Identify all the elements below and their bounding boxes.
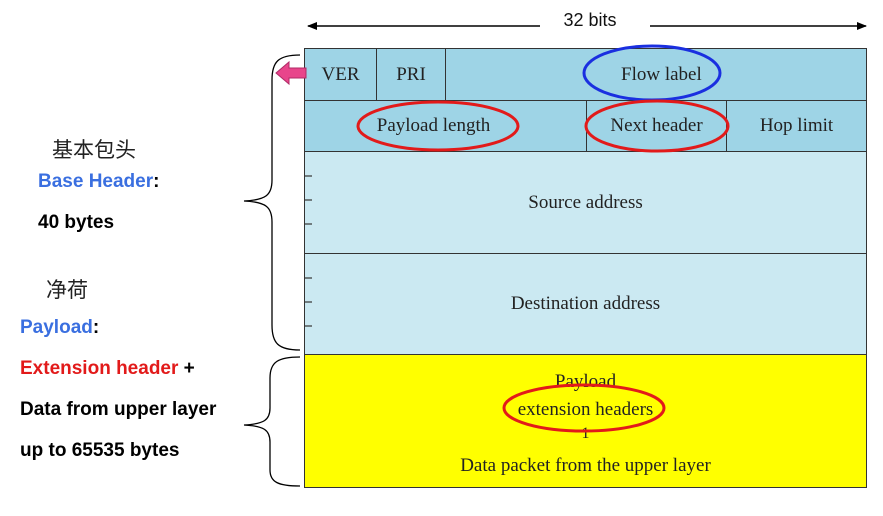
ver-field-label: VER bbox=[321, 63, 360, 85]
payload-brace bbox=[243, 356, 301, 487]
pri-field-label: PRI bbox=[396, 63, 426, 85]
payload-length-field-label: Payload length bbox=[376, 115, 491, 136]
flow-label-highlight bbox=[582, 44, 722, 102]
payload-length-field: Payload length bbox=[304, 100, 587, 152]
payload-line-data-packet: Data packet from the upper layer bbox=[460, 455, 711, 476]
next-header-highlight bbox=[584, 99, 730, 153]
base-header-label: Base Header: bbox=[38, 171, 159, 193]
base-header-size: 40 bytes bbox=[38, 212, 115, 233]
base-header-colon: : bbox=[153, 171, 160, 192]
source-address-field-label: Source address bbox=[528, 191, 643, 213]
pointer-arrow bbox=[275, 60, 307, 86]
next-header-field-label: Next header bbox=[610, 115, 703, 136]
hop-limit-field-label: Hop limit bbox=[759, 115, 834, 136]
extension-header-plus: + bbox=[178, 358, 195, 379]
payload-colon: : bbox=[92, 317, 100, 338]
payload-text: Payload bbox=[20, 317, 93, 338]
source-address-field: Source address bbox=[304, 151, 867, 254]
destination-address-field: Destination address bbox=[304, 253, 867, 355]
extension-header-label: Extension header + bbox=[20, 358, 195, 380]
data-upper-layer-label: Data from upper layer bbox=[20, 399, 217, 420]
extension-header-text: Extension header bbox=[20, 358, 179, 379]
payload-line-extension-headers: extension headers bbox=[517, 399, 654, 420]
payload-line-number: 1 bbox=[581, 425, 590, 442]
payload-field: Payload extension headers 1 Data packet … bbox=[304, 354, 867, 488]
max-size-label: up to 65535 bytes bbox=[20, 440, 180, 461]
hop-limit-field: Hop limit bbox=[726, 100, 867, 152]
extension-headers-highlight bbox=[502, 383, 666, 433]
base-header-chinese-label: 基本包头 bbox=[52, 138, 136, 162]
destination-address-field-label: Destination address bbox=[510, 293, 661, 314]
payload-chinese-label: 净荷 bbox=[46, 278, 88, 302]
address-ticks bbox=[305, 175, 312, 327]
bit-width-label: 32 bits bbox=[563, 10, 617, 30]
flow-label-field-label: Flow label bbox=[621, 63, 702, 85]
base-header-brace bbox=[243, 54, 301, 351]
payload-length-highlight bbox=[356, 100, 520, 152]
payload-label: Payload: bbox=[20, 317, 99, 339]
base-header-text: Base Header bbox=[38, 171, 154, 192]
